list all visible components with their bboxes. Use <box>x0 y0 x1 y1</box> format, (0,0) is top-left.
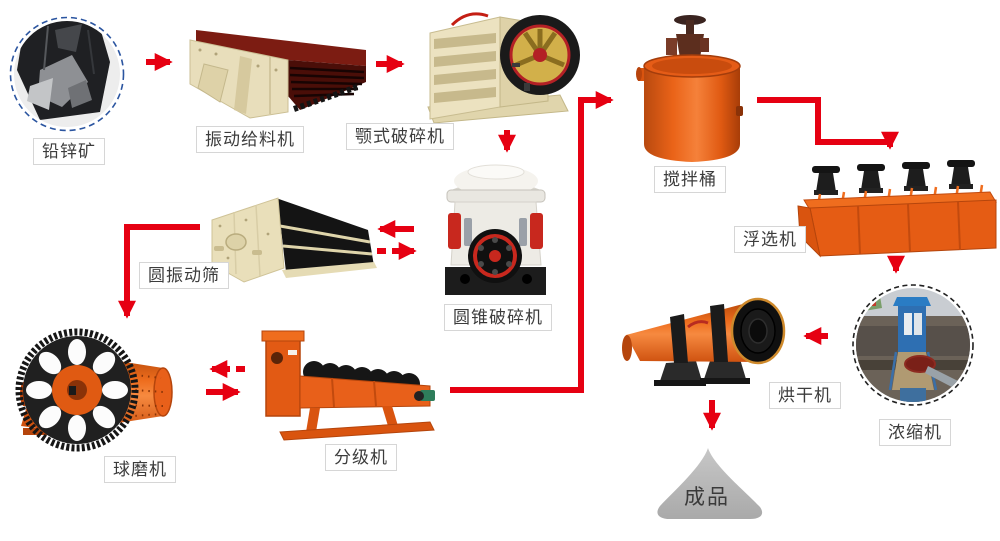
label-vibrating-screen: 圆振动筛 <box>139 262 229 289</box>
jaw-crusher-image <box>427 12 580 124</box>
label-cone-crusher: 圆锥破碎机 <box>444 304 552 331</box>
flow-arrows <box>118 53 905 431</box>
label-ball-mill: 球磨机 <box>104 456 176 483</box>
dryer-image <box>622 297 786 386</box>
finished-product-pile <box>657 448 763 519</box>
circular-vibrating-screen-image <box>211 197 377 283</box>
label-lead-zinc-ore: 铅锌矿 <box>33 138 105 165</box>
ball-mill-image <box>15 328 173 452</box>
label-flotation-machine: 浮选机 <box>734 226 806 253</box>
label-thickener: 浓缩机 <box>879 419 951 446</box>
label-dryer: 烘干机 <box>769 382 841 409</box>
label-classifier: 分级机 <box>325 444 397 471</box>
flotation-agitators <box>812 160 975 195</box>
mixing-barrel-image <box>636 15 743 162</box>
arrow-screen-to-ball-mill <box>118 224 200 319</box>
label-finished-product: 成品 <box>684 486 730 509</box>
vibrating-feeder-image <box>189 30 366 119</box>
arrow-classifier-to-mixing-barrel <box>450 91 614 393</box>
flotation-machine-image <box>797 160 997 258</box>
spiral-classifier-image <box>261 330 435 441</box>
label-jaw-crusher: 颚式破碎机 <box>346 123 454 150</box>
arrow-mixing-barrel-to-flotation <box>757 97 899 150</box>
thickener-image <box>852 284 974 406</box>
label-mixing-barrel: 搅拌桶 <box>654 166 726 193</box>
cone-crusher-image <box>445 164 546 295</box>
lead-zinc-ore-image <box>9 16 125 132</box>
label-vibrating-feeder: 振动给料机 <box>196 126 304 153</box>
